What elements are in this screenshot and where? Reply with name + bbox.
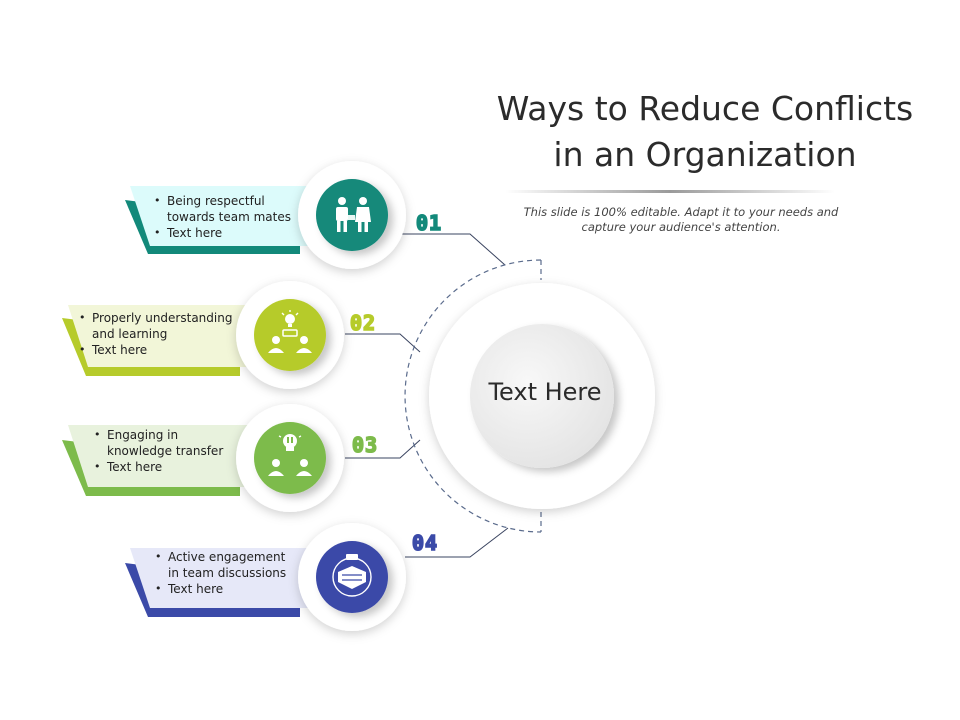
step-2-bullet-1-line-1: Properly understanding [92, 311, 233, 325]
team-idea-icon [268, 310, 312, 353]
step-2-circle [236, 281, 344, 389]
connector-3 [345, 439, 421, 459]
step-3-circle [236, 404, 344, 512]
step-1-bullet-1-line-2: towards team mates [167, 210, 291, 224]
step-2-bullet-2-line-1: Text here [92, 343, 148, 357]
step-4-circle [298, 523, 406, 631]
step-2-bullet-2: Text here [78, 342, 232, 358]
step-3-text: Engaging in knowledge transfer Text here [93, 427, 223, 475]
step-4-number: 04 [411, 530, 439, 556]
step-4-bullet-1-line-2: in team discussions [168, 566, 287, 580]
title-line-1: Ways to Reduce Conflicts [496, 89, 914, 128]
step-1-text: Being respectful towards team mates Text… [153, 193, 291, 241]
step-1-bullet-1: Being respectful towards team mates [153, 193, 291, 225]
step-4-bullet-2: Text here [154, 581, 286, 597]
subtitle-line-1: This slide is 100% editable. Adapt it to… [523, 205, 839, 219]
business-team-icon [336, 197, 371, 232]
page-title: Ways to Reduce Conflicts in an Organizat… [470, 86, 940, 178]
team-hands-icon [332, 554, 372, 597]
step-4-bullet-1-line-1: Active engagement [168, 550, 286, 564]
step-3-inner-disc [254, 422, 326, 494]
connector-2 [345, 333, 421, 353]
step-2-bullet-1: Properly understanding and learning [78, 310, 232, 342]
step-3-bullet-1-line-2: knowledge transfer [107, 444, 224, 458]
center-label: Text Here [488, 378, 602, 406]
step-2-text: Properly understanding and learning Text… [78, 310, 232, 358]
connector-4 [405, 527, 509, 558]
step-4-text: Active engagement in team discussions Te… [154, 549, 286, 597]
knowledge-transfer-icon [268, 434, 312, 476]
center-inner-disc [470, 324, 614, 468]
step-3-bullet-2: Text here [93, 459, 223, 475]
dashed-arc [404, 259, 542, 533]
title-line-2: in an Organization [553, 135, 857, 174]
step-3-bullet-1: Engaging in knowledge transfer [93, 427, 223, 459]
step-1-number: 01 [415, 210, 443, 236]
step-1-bullet-2-line-1: Text here [167, 226, 223, 240]
step-3-number: 03 [351, 432, 379, 458]
connector-1 [402, 233, 506, 266]
step-4-bullet-2-line-1: Text here [168, 582, 224, 596]
subtitle-line-2: capture your audience's attention. [581, 220, 781, 234]
step-1-bullet-1-line-1: Being respectful [167, 194, 265, 208]
step-2-number: 02 [349, 310, 377, 336]
step-2-inner-disc [254, 299, 326, 371]
subtitle: This slide is 100% editable. Adapt it to… [520, 205, 842, 235]
step-1-circle [298, 161, 406, 269]
center-circle [429, 283, 655, 509]
step-2-bullet-1-line-2: and learning [92, 327, 168, 341]
step-1-bullet-2: Text here [153, 225, 291, 241]
step-3-bullet-1-line-1: Engaging in [107, 428, 179, 442]
step-3-bullet-2-line-1: Text here [107, 460, 163, 474]
step-4-bullet-1: Active engagement in team discussions [154, 549, 286, 581]
connectors [345, 233, 509, 558]
title-divider [505, 190, 835, 193]
